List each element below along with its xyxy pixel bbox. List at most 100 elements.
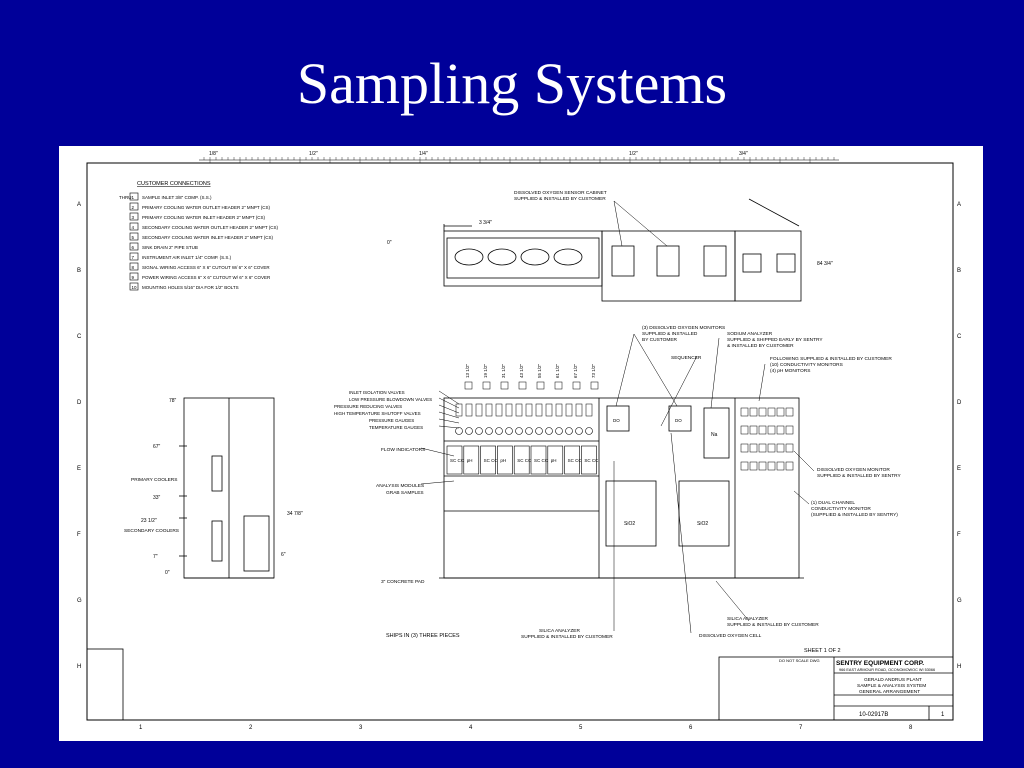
monitor (776, 425, 785, 435)
connection-number: 4 (132, 225, 135, 230)
concrete-pad-label: 3" CONCRETE PAD (381, 579, 425, 585)
monitor (785, 443, 794, 453)
gauge (495, 427, 503, 435)
cabinet-note-2: SUPPLIED & INSTALLED BY CUSTOMER (514, 196, 606, 202)
monitor-grid (740, 407, 794, 471)
company-name: SENTRY EQUIPMENT CORP. (836, 660, 924, 667)
top-dim: 55 1/2" (537, 363, 542, 378)
gauge (485, 427, 493, 435)
monitor (749, 425, 758, 435)
connection-text: SINK DRAIN 2" PIPE STUB (142, 245, 198, 250)
connection-number: 9 (132, 275, 135, 280)
monitor (767, 425, 776, 435)
connection-number: 7 (132, 255, 135, 260)
dim-box (590, 381, 599, 390)
monitor (776, 407, 785, 417)
row-marker-right: C (957, 334, 962, 340)
valve (555, 403, 563, 417)
following-2: (10) CONDUCTIVITY MONITORS (770, 362, 843, 368)
connection-number-box (129, 222, 139, 231)
module-label: pH (467, 458, 473, 463)
connection-number: 2 (132, 205, 135, 210)
following-3: (4) pH MONITORS (770, 368, 810, 374)
monitor (785, 461, 794, 471)
connection-text: SIGNAL WIRING ACCESS 6" X 6" CUTOUT W/ 6… (142, 265, 270, 270)
do-sentry-2: SUPPLIED & INSTALLED BY SENTRY (817, 473, 902, 479)
gauge-row (455, 403, 593, 435)
row-marker-left: D (77, 400, 82, 406)
monitor (767, 407, 776, 417)
connection-text: SECONDARY COOLING WATER INLET HEADER 2" … (142, 235, 274, 240)
silica-sentry-2: SUPPLIED & INSTALLED BY CUSTOMER (727, 622, 819, 628)
dim-33: 33" (153, 495, 161, 501)
monitor (767, 443, 776, 453)
connections-heading: CUSTOMER CONNECTIONS (137, 181, 211, 187)
dual-3: (SUPPLIED & INSTALLED BY SENTRY) (811, 512, 898, 518)
top-dim: 31 1/2" (501, 363, 506, 378)
monitor (785, 407, 794, 417)
module-label: pH (500, 458, 506, 463)
valve (485, 403, 493, 417)
valve (575, 403, 583, 417)
gauge (465, 427, 473, 435)
side-view (179, 397, 275, 579)
analysis-module (497, 445, 513, 475)
ships-label: SHIPS IN (3) THREE PIECES (386, 633, 460, 639)
monitor (776, 461, 785, 471)
analysis-module (446, 445, 463, 475)
valve-label: TEMPERATURE GAUGES (369, 425, 423, 430)
row-marker-left: A (77, 202, 81, 208)
sequencer-label: SEQUENCER (671, 355, 702, 361)
do-right: DO (675, 418, 682, 423)
analysis-modules-label: ANALYSIS MODULES (376, 483, 424, 489)
valve-label: PRESSURE GAUGES (369, 418, 414, 423)
valve-label: HIGH TEMPERATURE SHUTOFF VALVES (334, 411, 421, 416)
monitor (767, 461, 776, 471)
scale-mark: 1/2" (309, 151, 318, 157)
connection-number: 10 (132, 285, 138, 290)
row-marker-right: D (957, 400, 962, 406)
row-marker-left: C (77, 334, 82, 340)
col-marker: 4 (469, 725, 473, 731)
row-marker-right: G (957, 598, 962, 604)
silica-customer-2: SUPPLIED & INSTALLED BY CUSTOMER (521, 634, 613, 640)
connection-number-box (129, 272, 139, 281)
connection-number: 6 (132, 245, 135, 250)
analysis-module (480, 445, 496, 475)
connection-text: INSTRUMENT AIR INLET 1/4" COMP. (S.S.) (142, 255, 232, 260)
connection-number-box (129, 242, 139, 251)
top-dim: 19 1/2" (483, 363, 488, 378)
monitor (785, 425, 794, 435)
monitor (776, 443, 785, 453)
top-view-labels: DISSOLVED OXYGEN SENSOR CABINET SUPPLIED… (387, 190, 833, 267)
col-marker: 2 (249, 725, 253, 731)
col-marker: 7 (799, 725, 803, 731)
dual-2: CONDUCTIVITY MONITOR (811, 506, 871, 512)
title-block (86, 648, 954, 721)
title-block-text: SENTRY EQUIPMENT CORP. 966 EAST ARMOUR R… (779, 648, 945, 718)
analysis-module (581, 445, 597, 475)
connection-number-box (129, 192, 139, 201)
side-view-labels: PRIMARY COOLERS SECONDARY COOLERS 78" 67… (124, 398, 303, 576)
connection-text: MOUNTING HOLES 5/16" DIA FOR 1/2" BOLTS (142, 285, 239, 290)
front-view (439, 397, 804, 579)
top-dim: 3 3/4" (479, 220, 492, 226)
monitor (758, 443, 767, 453)
dim-23: 23 1/2" (141, 518, 157, 524)
drawing-border (86, 162, 954, 721)
module-label: SC CC (584, 458, 599, 463)
module-label: SC CC (534, 458, 549, 463)
row-marker-left: F (77, 532, 81, 538)
project-1: GERALD ANDRUS PLANT (864, 677, 922, 683)
dim-box (482, 381, 491, 390)
connection-text: SECONDARY COOLING WATER OUTLET HEADER 2"… (142, 225, 279, 230)
connection-number: 3 (132, 215, 135, 220)
top-dim: 43 1/2" (519, 363, 524, 378)
module-label: SC CC (517, 458, 532, 463)
valve (535, 403, 543, 417)
gauge (565, 427, 573, 435)
